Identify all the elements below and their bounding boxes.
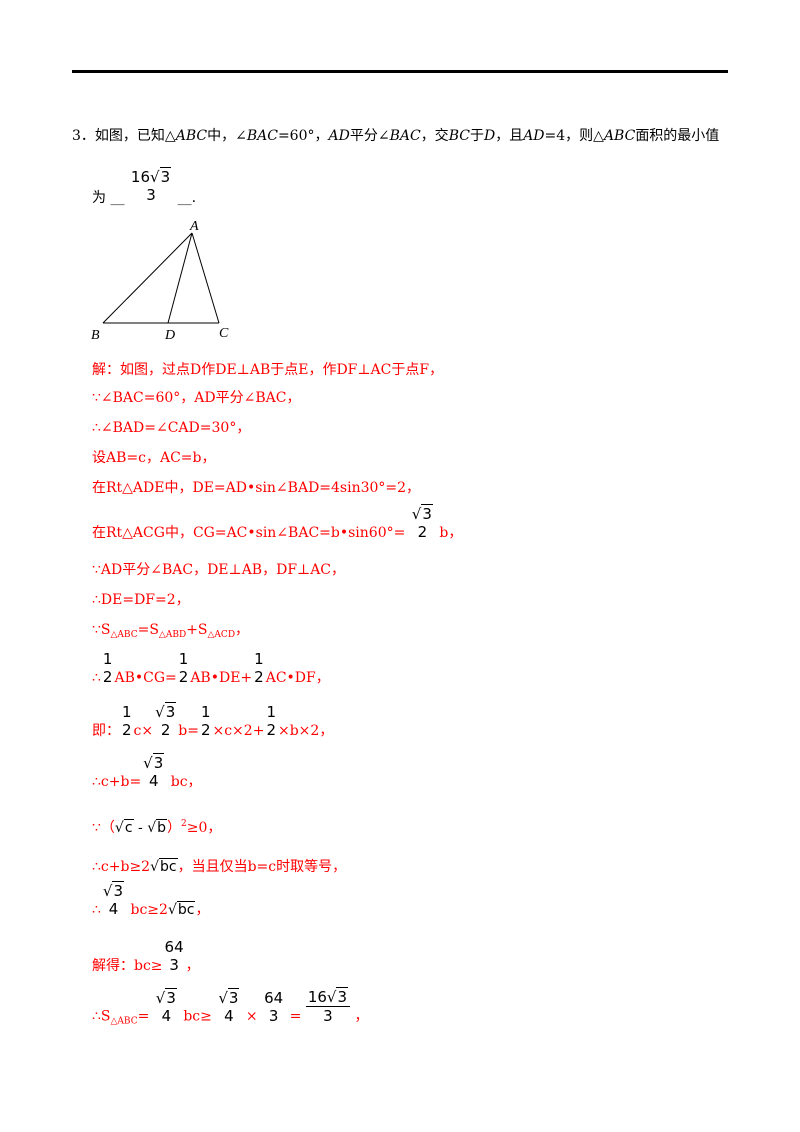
vertex-label-a: A xyxy=(189,219,199,234)
solution-line-1: 解：如图，过点D作DE⊥AB于点E，作DF⊥AC于点F， xyxy=(92,362,444,378)
vertex-label-b: B xyxy=(91,328,100,343)
point-label-d: D xyxy=(164,328,175,343)
solution-line-13: ∵（√c - √b）2≥0， xyxy=(92,819,222,836)
solution-line-5: 在Rt△ADE中，DE=AD•sin∠BAD=4sin30°=2， xyxy=(92,480,421,496)
solution-line-4: 设AB=c，AC=b， xyxy=(92,450,216,466)
solution-line-9: ∵S△ABC=S△ABD+S△ACD， xyxy=(92,622,250,640)
vertex-label-c: C xyxy=(219,326,229,341)
solution-line-8: ∴DE=DF=2， xyxy=(92,592,190,608)
question-text: 3．如图，已知△ABC中，∠BAC=60°，AD平分∠BAC，交BC于D，且AD… xyxy=(72,128,720,144)
solution-line-7: ∵AD平分∠BAC，DE⊥AB，DF⊥AC， xyxy=(92,562,346,578)
answer-line: 为 __ 16√3 3 __. xyxy=(92,167,197,206)
answer-fraction: 16√3 3 xyxy=(130,167,172,204)
header-rule xyxy=(72,70,728,73)
solution-line-2: ∵∠BAC=60°，AD平分∠BAC， xyxy=(92,390,301,406)
triangle-figure: A B C D xyxy=(91,219,229,343)
solution-line-14: ∴c+b≥2√bc，当且仅当b=c时取等号， xyxy=(92,858,347,875)
solution-line-3: ∴∠BAD=∠CAD=30°， xyxy=(92,420,251,436)
